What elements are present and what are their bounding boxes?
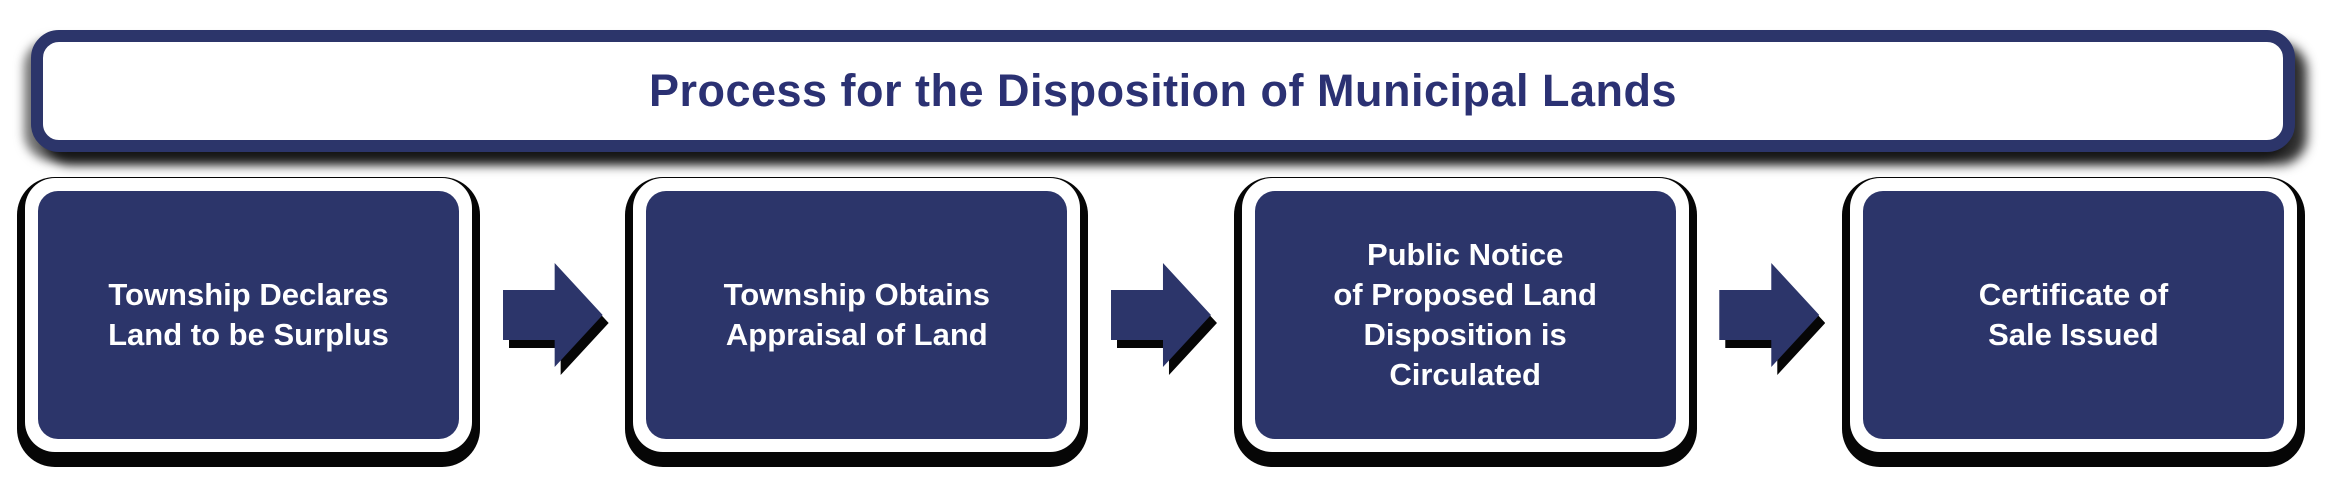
step-label-declare-surplus: Township Declares Land to be Surplus: [108, 277, 389, 352]
arrow-shape: [1110, 263, 1211, 367]
step-label-obtain-appraisal: Township Obtains Appraisal of Land: [723, 277, 990, 352]
step-label-certificate-issued: Certificate of Sale Issued: [1978, 277, 2169, 352]
step-box-inner: Township Obtains Appraisal of Land: [646, 191, 1068, 439]
step-box-inner: Township Declares Land to be Surplus: [38, 191, 459, 439]
step-box-public-notice: Public Notice of Proposed Land Dispositi…: [1241, 178, 1689, 452]
right-block-arrow-icon: [1719, 263, 1820, 367]
step-box-obtain-appraisal: Township Obtains Appraisal of Land: [633, 178, 1081, 452]
arrow-shape: [1719, 263, 1820, 367]
step-box-declare-surplus: Township Declares Land to be Surplus: [25, 178, 472, 452]
process-flow-row: Township Declares Land to be Surplus Tow…: [25, 178, 2297, 452]
page-title: Process for the Disposition of Municipal…: [648, 65, 1678, 116]
step-box-inner: Certificate of Sale Issued: [1862, 191, 2284, 439]
step-label-public-notice: Public Notice of Proposed Land Dispositi…: [1333, 237, 1597, 392]
right-block-arrow-icon: [1110, 263, 1211, 367]
title-banner: Process for the Disposition of Municipal…: [31, 30, 2295, 152]
step-box-certificate-issued: Certificate of Sale Issued: [1849, 178, 2297, 452]
arrow-shape: [502, 263, 603, 367]
step-box-inner: Public Notice of Proposed Land Dispositi…: [1254, 191, 1676, 439]
right-block-arrow-icon: [502, 263, 603, 367]
